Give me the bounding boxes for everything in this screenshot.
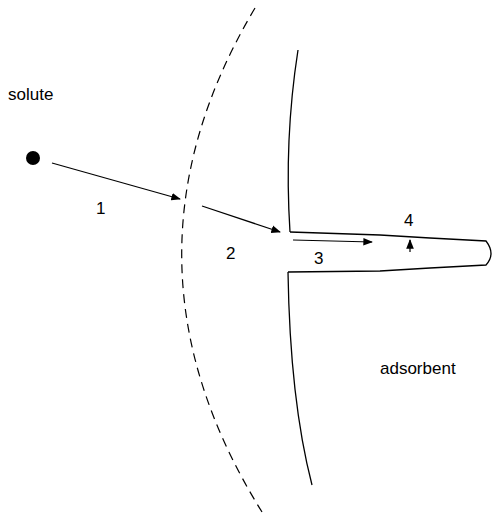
callout-number: 2 — [226, 245, 235, 264]
adsorption-arrow — [409, 240, 410, 252]
callout-number: 1 — [96, 200, 105, 219]
film-diffusion-arrow — [52, 163, 180, 199]
callout-number: 4 — [404, 212, 413, 231]
callout-number: 3 — [314, 250, 323, 269]
adsorbent-surface — [288, 272, 312, 485]
solute-dot — [26, 151, 40, 165]
boundary-layer — [182, 8, 262, 512]
surface-arrow — [202, 206, 280, 232]
name-label: solute — [8, 86, 53, 105]
name-label: adsorbent — [380, 360, 456, 379]
pore — [288, 232, 491, 272]
pore-diffusion-arrow — [293, 240, 372, 242]
adsorbent-surface — [288, 50, 298, 232]
